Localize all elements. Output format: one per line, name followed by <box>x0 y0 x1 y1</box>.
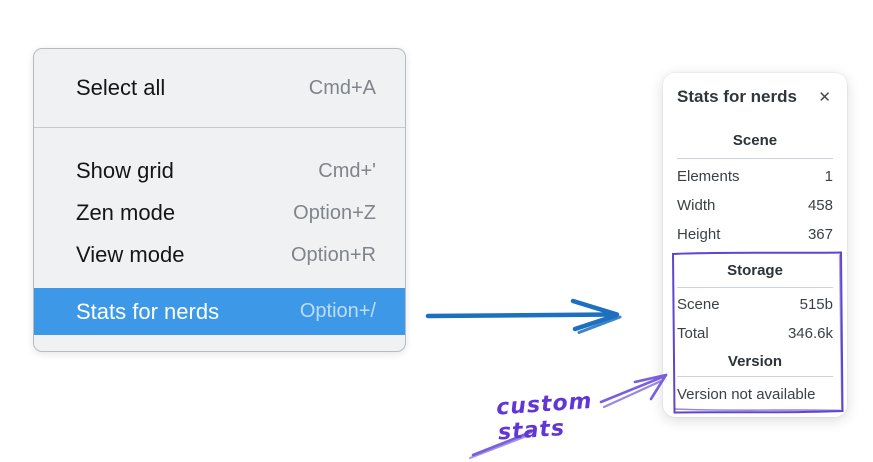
stat-row-scene-size: Scene 515b <box>677 290 833 319</box>
section-heading-scene: Scene <box>732 132 778 149</box>
context-menu: Select all Cmd+A Show grid Cmd+' Zen mod… <box>33 48 406 352</box>
stat-value: 458 <box>807 197 833 214</box>
section-rule <box>677 287 833 288</box>
menu-item-label: View mode <box>76 242 185 267</box>
stats-panel: Stats for nerds ✕ Scene Elements 1 Width… <box>663 73 847 417</box>
section-rule <box>677 158 833 159</box>
version-note: Version not available <box>677 386 816 403</box>
menu-divider <box>34 127 405 128</box>
stats-panel-header: Stats for nerds ✕ <box>677 85 833 109</box>
stat-label: Total <box>677 325 709 342</box>
stat-value: 1 <box>824 168 833 185</box>
section-rule <box>677 376 833 377</box>
menu-item-shortcut: Cmd+A <box>308 76 376 99</box>
section-heading-storage: Storage <box>727 262 783 279</box>
stat-row-elements: Elements 1 <box>677 162 833 191</box>
menu-item-shortcut: Option+R <box>290 243 376 266</box>
blue-arrow <box>425 298 622 334</box>
menu-item-shortcut: Cmd+' <box>318 159 376 182</box>
stat-row-height: Height 367 <box>677 220 833 249</box>
stat-row-total-size: Total 346.6k <box>677 319 833 348</box>
section-heading-version: Version <box>727 353 783 370</box>
stat-label: Height <box>677 226 721 243</box>
menu-item-view-mode[interactable]: View mode Option+R <box>34 234 405 276</box>
menu-item-show-grid[interactable]: Show grid Cmd+' <box>34 150 405 192</box>
stat-value: 367 <box>807 226 833 243</box>
stat-value: 515b <box>799 296 833 313</box>
menu-group-view-options: Show grid Cmd+' Zen mode Option+Z View m… <box>34 128 405 335</box>
stat-row-width: Width 458 <box>677 191 833 220</box>
close-icon[interactable]: ✕ <box>818 88 831 106</box>
menu-item-stats-for-nerds[interactable]: Stats for nerds Option+/ <box>34 288 405 335</box>
stat-label: Elements <box>677 168 740 185</box>
menu-item-shortcut: Option+/ <box>299 300 376 322</box>
custom-stats-annotation: custom stats <box>495 388 594 446</box>
menu-item-zen-mode[interactable]: Zen mode Option+Z <box>34 192 405 234</box>
menu-item-label: Select all <box>76 75 166 100</box>
menu-item-select-all[interactable]: Select all Cmd+A <box>34 49 405 127</box>
stat-label: Scene <box>677 296 720 313</box>
menu-item-label: Zen mode <box>76 200 176 225</box>
menu-item-label: Show grid <box>76 158 174 183</box>
stat-value: 346.6k <box>787 325 833 342</box>
stats-panel-title: Stats for nerds <box>677 87 797 106</box>
stat-label: Width <box>677 197 716 214</box>
menu-item-shortcut: Option+Z <box>293 201 376 224</box>
menu-item-label: Stats for nerds <box>76 298 220 324</box>
